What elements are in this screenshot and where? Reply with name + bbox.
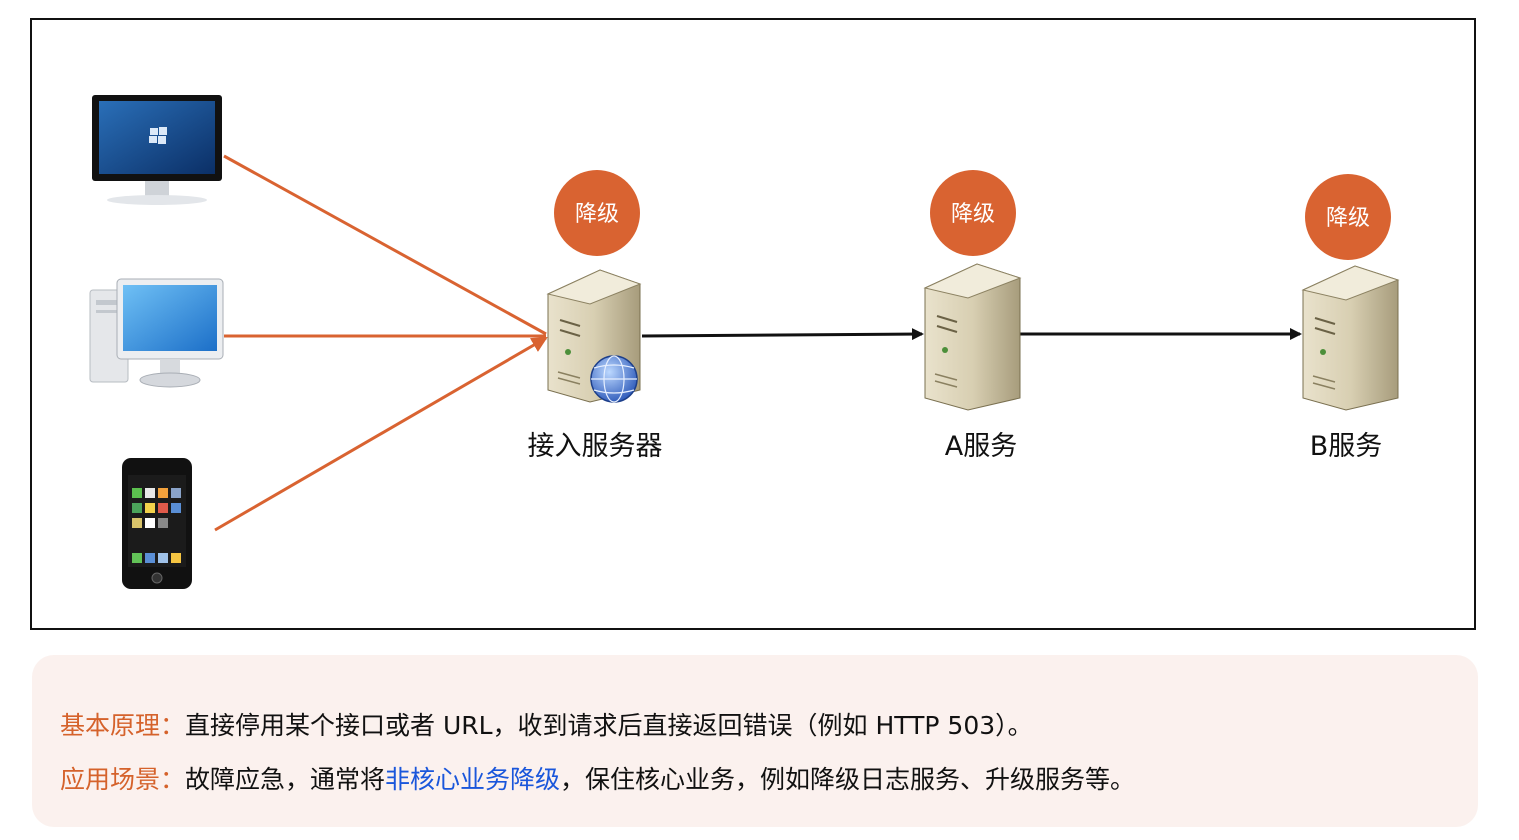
desktop-pc-icon [89,278,224,388]
scenario-highlight: 非核心业务降级 [385,765,561,794]
scenario-text-pre: 故障应急，通常将 [185,765,386,794]
degrade-badge-a-label: 降级 [951,202,995,227]
arrow-access-to-a [641,328,924,341]
access-server-icon [546,269,642,403]
service-a-label: A服务 [944,431,1018,462]
explanation-note: 基本原理：直接停用某个接口或者 URL，收到请求后直接返回错误（例如 HTTP … [32,655,1478,827]
request-line-phone [214,336,548,532]
request-line-monitor [223,154,547,336]
scenario-label: 应用场景： [60,765,186,794]
principle-label: 基本原理： [60,711,186,740]
service-b-label: B服务 [1309,431,1383,462]
access-server-label: 接入服务器 [527,431,663,462]
principle-line: 基本原理：直接停用某个接口或者 URL，收到请求后直接返回错误（例如 HTTP … [60,699,1450,753]
principle-text: 直接停用某个接口或者 URL，收到请求后直接返回错误（例如 HTTP 503）。 [185,711,1033,740]
smartphone-icon [122,458,192,589]
monitor-icon [92,95,222,205]
diagram-canvas: 降级 降级 降级 [89,95,1400,589]
degrade-badge-access-label: 降级 [575,202,619,227]
scenario-line: 应用场景：故障应急，通常将非核心业务降级，保住核心业务，例如降级日志服务、升级服… [60,753,1450,807]
degrade-badge-b-label: 降级 [1326,206,1370,231]
degrade-badge-b: 降级 [1305,174,1391,260]
service-a-server-icon [923,263,1022,411]
diagram-frame [30,18,1476,630]
degrade-badge-a: 降级 [930,170,1016,256]
degrade-badge-access: 降级 [554,170,640,256]
service-b-server-icon [1301,265,1400,411]
scenario-text-post: ，保住核心业务，例如降级日志服务、升级服务等。 [560,765,1136,794]
